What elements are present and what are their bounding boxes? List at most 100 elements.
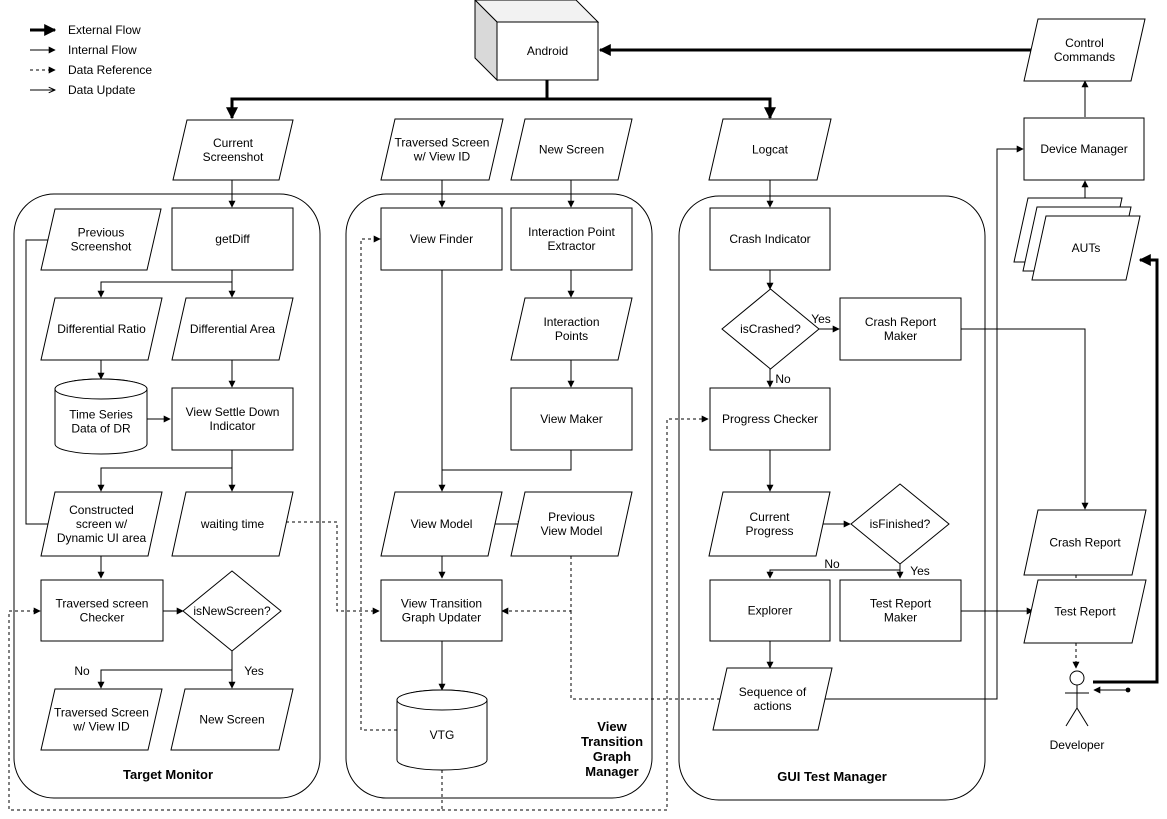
new-screen-top-node: New Screen [510,118,633,181]
view-finder-label: View Finder [410,232,473,246]
differential-area-node: Differential Area [171,297,294,361]
progress-checker-node: Progress Checker [709,387,831,451]
crash-indicator-label: Crash Indicator [729,232,810,246]
view-maker-label: View Maker [540,412,602,426]
logcat-label: Logcat [752,143,789,157]
edge-label-yes-finished: Yes [910,564,930,578]
view-finder-node: View Finder [380,207,503,271]
edge-label-no-crashed: No [775,372,791,386]
crash-report-label: Crash Report [1049,536,1121,550]
waiting-time-node: waiting time [171,491,294,557]
is-new-screen-node: isNewScreen? [182,570,282,652]
is-crashed-node: isCrashed? [721,288,820,370]
device-manager-node: Device Manager [1023,117,1145,181]
legend-internal-flow: Internal Flow [68,43,137,57]
device-manager-label: Device Manager [1040,142,1127,156]
progress-checker-label: Progress Checker [722,412,818,426]
differential-ratio-node: Differential Ratio [40,297,163,361]
differential-ratio-label: Differential Ratio [57,322,146,336]
legend-data-update: Data Update [68,83,136,97]
is-new-screen-label: isNewScreen? [193,604,271,618]
crash-indicator-node: Crash Indicator [709,207,831,271]
gui-test-manager-title: GUI Test Manager [777,769,887,784]
edge-label-yes-crashed: Yes [811,312,831,326]
vtg-manager-group [345,193,653,799]
waiting-time-label: waiting time [200,517,265,531]
android-label: Android [527,44,568,58]
auts-node: AUTs [1013,197,1141,281]
legend-data-reference: Data Reference [68,63,152,77]
is-crashed-label: isCrashed? [740,322,801,336]
view-model-node: View Model [380,491,503,557]
developer-label: Developer [1050,738,1105,752]
explorer-label: Explorer [748,604,793,618]
auts-label: AUTs [1072,241,1101,255]
edge-label-yes-new-screen: Yes [244,664,264,678]
is-finished-label: isFinished? [870,517,931,531]
connections [8,44,1159,811]
differential-area-label: Differential Area [190,322,275,336]
is-finished-node: isFinished? [850,483,950,565]
developer-node: Developer [1050,670,1105,752]
new-screen-bottom-node: New Screen [170,688,294,751]
new-screen-bottom-label: New Screen [199,713,264,727]
crash-report-node: Crash Report [1023,509,1147,576]
vtg-node: VTG [396,689,488,771]
test-report-label: Test Report [1054,605,1116,619]
android-node: Android [474,0,600,82]
gui-test-manager-group [678,195,986,801]
new-screen-top-label: New Screen [539,143,604,157]
test-report-node: Test Report [1023,579,1147,644]
edge-label-no-finished: No [824,557,840,571]
getdiff-label: getDiff [215,232,250,246]
explorer-node: Explorer [709,579,831,642]
legend-external-flow: External Flow [68,23,141,37]
legend: External Flow Internal Flow Data Referen… [30,23,152,97]
logcat-node: Logcat [708,118,832,181]
view-model-label: View Model [411,517,473,531]
edge-label-no-new-screen: No [74,664,90,678]
target-monitor-group [13,193,321,799]
view-maker-node: View Maker [510,387,633,451]
vtg-label: VTG [430,728,455,742]
getdiff-node: getDiff [171,207,294,271]
target-monitor-title: Target Monitor [123,767,213,782]
